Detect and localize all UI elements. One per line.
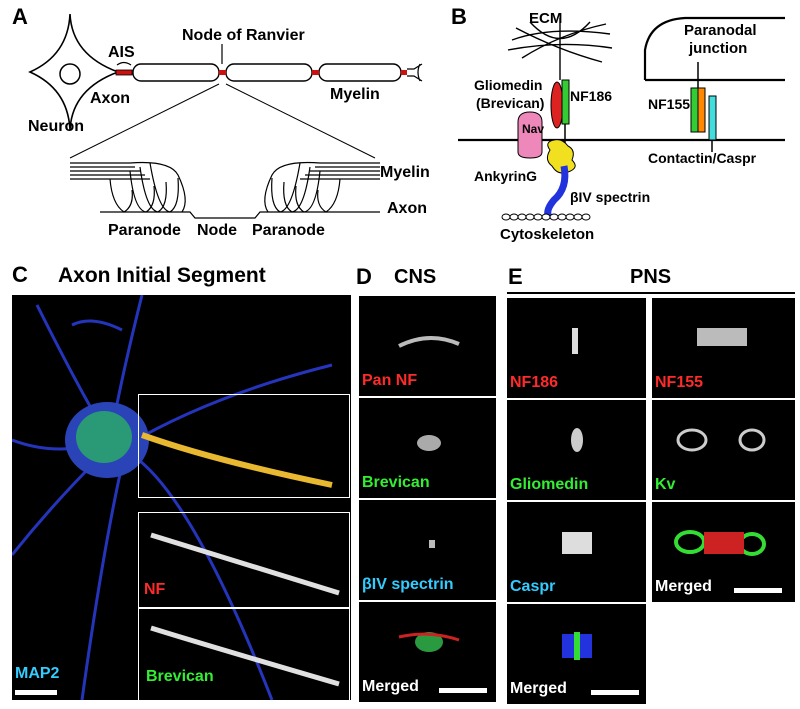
nf-inset bbox=[138, 512, 350, 609]
scale-bar bbox=[15, 690, 57, 695]
label-nf155: NF155 bbox=[655, 374, 704, 391]
label-gliomedin: Gliomedin bbox=[474, 77, 543, 93]
panel-c-neuron bbox=[12, 295, 333, 700]
label-node: Node bbox=[197, 222, 237, 239]
label-ais: AIS bbox=[108, 44, 135, 61]
ais-bracket bbox=[116, 61, 132, 66]
label-spectrin: βIV spectrin bbox=[570, 189, 651, 205]
label-paranode-left: Paranode bbox=[108, 222, 181, 239]
axon-terminal bbox=[407, 63, 423, 82]
label-axon: Axon bbox=[90, 90, 130, 107]
label-junction: junction bbox=[689, 40, 748, 57]
panel-letter-a: A bbox=[12, 4, 28, 29]
panel-letter-e: E bbox=[508, 264, 523, 289]
cytoskeleton-chain bbox=[501, 213, 591, 221]
panel-e-kv: Kv bbox=[652, 400, 795, 500]
panel-c-image: NF Brevican MAP2 bbox=[12, 295, 351, 700]
label-paranode-right: Paranode bbox=[252, 222, 325, 239]
panel-letter-c: C bbox=[12, 262, 28, 287]
label-map2: MAP2 bbox=[15, 665, 60, 682]
panel-e-merged-left: Merged bbox=[507, 604, 646, 704]
spectrin-shape bbox=[544, 165, 569, 221]
panel-b-diagram bbox=[458, 16, 785, 221]
label-brevican: (Brevican) bbox=[476, 95, 545, 111]
ais-segment bbox=[115, 69, 133, 76]
panel-d-title: CNS bbox=[394, 266, 437, 288]
label-nf155: NF155 bbox=[648, 96, 691, 112]
paranodal-glia bbox=[643, 16, 785, 80]
ecm-fibers bbox=[507, 18, 613, 80]
panel-d-brevican: Brevican bbox=[359, 398, 496, 498]
label-nf: NF bbox=[144, 581, 166, 598]
label-gliomedin-e: Gliomedin bbox=[510, 476, 589, 493]
scale-bar bbox=[439, 688, 487, 693]
label-brevican-c: Brevican bbox=[146, 668, 214, 685]
panel-e-caspr: Caspr bbox=[507, 502, 646, 602]
label-nav: Nav bbox=[522, 122, 545, 136]
scale-bar bbox=[591, 690, 639, 695]
label-neuron: Neuron bbox=[28, 118, 84, 135]
panel-letter-d: D bbox=[356, 264, 372, 289]
label-brevican-d: Brevican bbox=[362, 474, 430, 491]
label-node-of-ranvier: Node of Ranvier bbox=[182, 27, 305, 44]
label-nf186: NF186 bbox=[510, 374, 559, 391]
label-ankyring: AnkyrinG bbox=[474, 168, 538, 184]
paranode-detail bbox=[70, 161, 380, 219]
label-contactin-caspr: Contactin/Caspr bbox=[648, 150, 757, 166]
label-merged-e-right: Merged bbox=[655, 578, 712, 595]
label-nf186: NF186 bbox=[570, 88, 613, 104]
panel-e-title: PNS bbox=[630, 266, 672, 288]
myelin-segment bbox=[318, 63, 402, 82]
panel-e-gliomedin: Gliomedin bbox=[507, 400, 646, 500]
inset-box bbox=[138, 394, 350, 498]
label-axon-detail: Axon bbox=[387, 200, 427, 217]
label-spectrin-d: βIV spectrin bbox=[362, 576, 454, 593]
myelin-segment bbox=[132, 63, 220, 82]
label-caspr: Caspr bbox=[510, 578, 556, 595]
panel-e-nf155: NF155 bbox=[652, 298, 795, 398]
panel-letter-b: B bbox=[451, 4, 467, 29]
label-myelin: Myelin bbox=[330, 86, 380, 103]
scale-bar bbox=[734, 588, 782, 593]
label-cytoskeleton: Cytoskeleton bbox=[500, 226, 595, 243]
panel-c-title: Axon Initial Segment bbox=[58, 264, 266, 287]
label-merged-d: Merged bbox=[362, 678, 419, 695]
label-kv: Kv bbox=[655, 476, 676, 493]
nf186-shape bbox=[561, 79, 570, 125]
brevican-inset bbox=[138, 607, 350, 700]
panel-e-nf186: NF186 bbox=[507, 298, 646, 398]
nf155-orange bbox=[697, 87, 706, 133]
panel-e-rule bbox=[507, 292, 795, 294]
panel-e-merged-right: Merged bbox=[652, 502, 795, 602]
contactin-shape bbox=[708, 95, 717, 141]
label-pan-nf: Pan NF bbox=[362, 372, 418, 389]
label-paranodal: Paranodal bbox=[684, 22, 757, 39]
label-myelin-detail: Myelin bbox=[380, 164, 430, 181]
panel-d-merged: Merged bbox=[359, 602, 496, 702]
neuron-nucleus bbox=[59, 63, 81, 85]
label-merged-e-left: Merged bbox=[510, 680, 567, 697]
node-red bbox=[312, 70, 319, 75]
ankyring-shape bbox=[546, 139, 576, 174]
node-red bbox=[219, 70, 226, 75]
panel-d-spectrin: βIV spectrin bbox=[359, 500, 496, 600]
nf155-green bbox=[690, 87, 699, 133]
label-ecm: ECM bbox=[529, 10, 563, 27]
panel-d-pannf: Pan NF bbox=[359, 296, 496, 396]
gliomedin-shape bbox=[550, 81, 564, 129]
nav-channel bbox=[517, 111, 543, 159]
panel-a-diagram bbox=[28, 13, 423, 219]
node-red bbox=[401, 70, 407, 75]
myelin-segment bbox=[225, 63, 313, 82]
